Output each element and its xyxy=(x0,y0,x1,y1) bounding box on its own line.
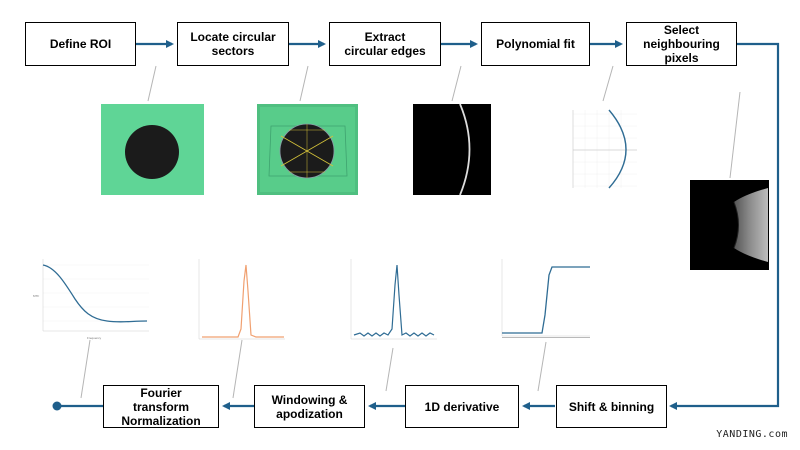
step-1d-derivative: 1D derivative xyxy=(405,385,519,428)
leader-fourier xyxy=(80,339,91,399)
mtf-ylabel: MTF xyxy=(33,294,39,298)
step-shift-binning: Shift & binning xyxy=(556,385,667,428)
leader-derivative xyxy=(385,347,394,392)
step-locate-sectors: Locate circular sectors xyxy=(177,22,289,66)
leader-poly xyxy=(602,65,614,102)
polyfit-plot-thumbnail xyxy=(563,106,641,190)
windowed-plot-thumbnail xyxy=(194,255,288,343)
step-windowing: Windowing & apodization xyxy=(254,385,365,428)
roi-thumbnail xyxy=(101,104,204,195)
step-fourier: Fourier transform Normalization xyxy=(103,385,219,428)
leader-select xyxy=(729,91,741,179)
leader-roi xyxy=(147,65,157,102)
lsf-plot-thumbnail xyxy=(346,255,440,343)
step-polynomial-fit: Polynomial fit xyxy=(481,22,590,66)
flow-end-dot xyxy=(52,401,62,411)
step-define-roi: Define ROI xyxy=(25,22,136,66)
leader-window xyxy=(232,339,243,399)
leader-shift xyxy=(537,341,547,392)
mtf-plot-thumbnail: MTF Frequency xyxy=(31,253,152,340)
watermark: YANDING.com xyxy=(716,429,788,440)
edges-thumbnail xyxy=(413,103,491,196)
step-extract-edges: Extract circular edges xyxy=(329,22,441,66)
leader-locate xyxy=(299,65,309,102)
step-select-pixels: Select neighbouring pixels xyxy=(626,22,737,66)
arrow-select-to-shift xyxy=(669,42,780,410)
leader-extract xyxy=(451,65,462,102)
pixels-thumbnail xyxy=(690,180,769,270)
sectors-thumbnail xyxy=(257,104,358,195)
mtf-xlabel: Frequency xyxy=(87,336,102,340)
esf-plot-thumbnail xyxy=(497,255,593,341)
